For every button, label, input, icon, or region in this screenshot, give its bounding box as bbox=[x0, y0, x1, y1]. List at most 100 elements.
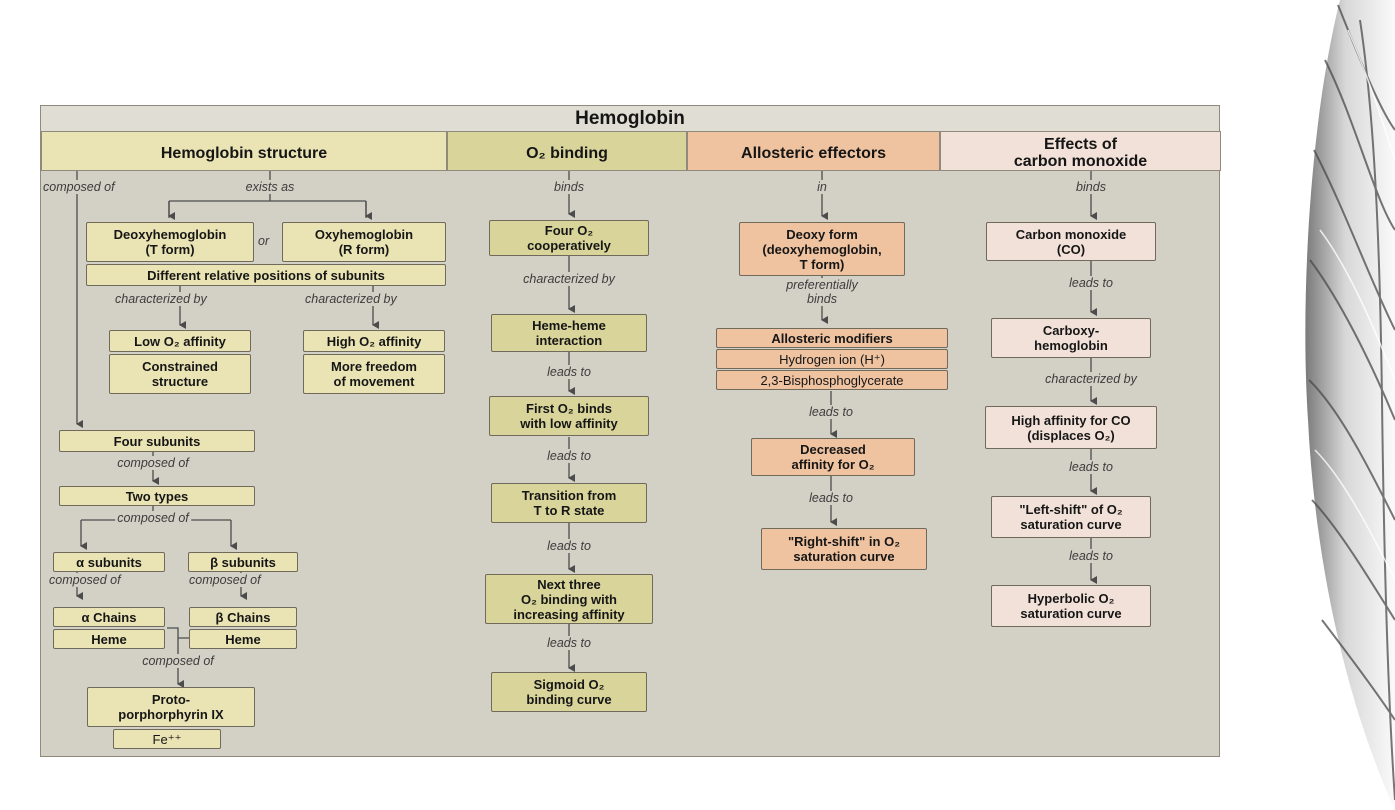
proto-line2: porphorphyrin IX bbox=[118, 707, 224, 722]
label-leads-to-b3: leads to bbox=[545, 539, 593, 553]
label-composed-of: composed of bbox=[41, 180, 117, 194]
diagram-title: Hemoglobin bbox=[41, 106, 1219, 132]
carbon-monoxide-line2: (CO) bbox=[1056, 241, 1086, 257]
oxyhemoglobin-line1: Oxyhemoglobin bbox=[314, 227, 414, 242]
heme-heme-line1: Heme-heme bbox=[532, 318, 606, 333]
label-preferentially-line2: binds bbox=[807, 292, 837, 306]
different-positions-box: Different relative positions of subunits bbox=[86, 264, 446, 286]
label-or: or bbox=[256, 234, 272, 248]
low-affinity-box: Low O₂ affinity bbox=[109, 330, 251, 352]
next-three-box: Next three O₂ binding with increasing af… bbox=[485, 574, 653, 624]
oxyhemoglobin-line2: (R form) bbox=[338, 242, 390, 257]
hydrogen-ion-box: Hydrogen ion (H⁺) bbox=[716, 349, 948, 369]
allosteric-modifiers-box: Allosteric modifiers bbox=[716, 328, 948, 348]
four-o2-box: Four O₂ cooperatively bbox=[489, 220, 649, 256]
section-header-allosteric: Allosteric effectors bbox=[687, 131, 940, 171]
right-shift-box: "Right-shift" in O₂ saturation curve bbox=[761, 528, 927, 570]
label-composed-of-subunits: composed of bbox=[115, 456, 191, 470]
label-characterized-by-binding: characterized by bbox=[521, 272, 617, 286]
fe-box: Fe⁺⁺ bbox=[113, 729, 221, 749]
sigmoid-line1: Sigmoid O₂ bbox=[533, 677, 605, 692]
decreased-line2: affinity for O₂ bbox=[791, 457, 875, 472]
more-freedom-box: More freedom of movement bbox=[303, 354, 445, 394]
deoxy-form-line3: T form) bbox=[799, 256, 845, 272]
bpg-box: 2,3-Bisphosphoglycerate bbox=[716, 370, 948, 390]
label-preferentially-binds: preferentially binds bbox=[784, 278, 860, 306]
left-shift-box: "Left-shift" of O₂ saturation curve bbox=[991, 496, 1151, 538]
high-affinity-co-box: High affinity for CO (displaces O₂) bbox=[985, 406, 1157, 449]
right-shift-line2: saturation curve bbox=[793, 549, 895, 564]
label-binds-o2: binds bbox=[552, 180, 586, 194]
heme-right-box: Heme bbox=[189, 629, 297, 649]
transition-line1: Transition from bbox=[521, 488, 617, 503]
label-leads-to-b4: leads to bbox=[545, 636, 593, 650]
deoxy-form-box: Deoxy form (deoxyhemoglobin, T form) bbox=[739, 222, 905, 276]
first-o2-box: First O₂ binds with low affinity bbox=[489, 396, 649, 436]
two-types-box: Two types bbox=[59, 486, 255, 506]
high-co-line1: High affinity for CO bbox=[1011, 412, 1131, 428]
beta-chains-box: β Chains bbox=[189, 607, 297, 627]
label-leads-to-c1: leads to bbox=[1067, 276, 1115, 290]
alpha-subunits-box: α subunits bbox=[53, 552, 165, 572]
section-header-binding: O₂ binding bbox=[447, 131, 687, 171]
heme-left-box: Heme bbox=[53, 629, 165, 649]
label-preferentially-line1: preferentially bbox=[786, 278, 858, 292]
freedom-line2: of movement bbox=[333, 374, 415, 389]
right-shift-line1: "Right-shift" in O₂ bbox=[788, 534, 900, 549]
protoporphyrin-box: Proto- porphorphyrin IX bbox=[87, 687, 255, 727]
label-characterized-by-left: characterized by bbox=[113, 292, 209, 306]
constrained-line1: Constrained bbox=[142, 359, 218, 374]
label-characterized-by-right: characterized by bbox=[303, 292, 399, 306]
hyperbolic-line2: saturation curve bbox=[1020, 606, 1122, 621]
first-o2-line1: First O₂ binds bbox=[526, 401, 612, 416]
label-composed-of-beta: composed of bbox=[187, 573, 263, 587]
freedom-line1: More freedom bbox=[331, 359, 417, 374]
first-o2-line2: with low affinity bbox=[520, 416, 618, 431]
carbon-monoxide-box: Carbon monoxide (CO) bbox=[986, 222, 1156, 261]
label-leads-to-b2: leads to bbox=[545, 449, 593, 463]
sigmoid-box: Sigmoid O₂ binding curve bbox=[491, 672, 647, 712]
label-exists-as: exists as bbox=[243, 180, 297, 194]
carboxy-line1: Carboxy- bbox=[1042, 323, 1100, 338]
label-characterized-by-co: characterized by bbox=[1043, 372, 1139, 386]
oxyhemoglobin-box: Oxyhemoglobin (R form) bbox=[282, 222, 446, 262]
hemoglobin-concept-map: Hemoglobin Hemoglobin structure O₂ bindi… bbox=[40, 105, 1221, 757]
deoxyhemoglobin-line2: (T form) bbox=[145, 242, 195, 257]
next-three-line2: O₂ binding with bbox=[520, 591, 618, 607]
section-header-co: Effects of carbon monoxide bbox=[940, 131, 1221, 171]
deoxyhemoglobin-line1: Deoxyhemoglobin bbox=[113, 227, 227, 242]
carboxyhemoglobin-box: Carboxy- hemoglobin bbox=[991, 318, 1151, 358]
carboxy-line2: hemoglobin bbox=[1034, 338, 1108, 353]
hyperbolic-line1: Hyperbolic O₂ bbox=[1027, 591, 1115, 606]
decorative-sphere-graphic bbox=[1305, 0, 1395, 810]
alpha-chains-box: α Chains bbox=[53, 607, 165, 627]
deoxy-form-line2: (deoxyhemoglobin, bbox=[762, 241, 882, 257]
proto-line1: Proto- bbox=[151, 692, 191, 707]
label-in: in bbox=[815, 180, 829, 194]
carbon-monoxide-line1: Carbon monoxide bbox=[1015, 226, 1127, 242]
four-subunits-box: Four subunits bbox=[59, 430, 255, 452]
label-leads-to-a2: leads to bbox=[807, 491, 855, 505]
beta-subunits-box: β subunits bbox=[188, 552, 298, 572]
four-o2-line1: Four O₂ bbox=[544, 223, 594, 238]
deoxyhemoglobin-box: Deoxyhemoglobin (T form) bbox=[86, 222, 254, 262]
label-leads-to-c2: leads to bbox=[1067, 460, 1115, 474]
next-three-line1: Next three bbox=[537, 576, 601, 592]
sigmoid-line2: binding curve bbox=[526, 692, 612, 707]
hyperbolic-box: Hyperbolic O₂ saturation curve bbox=[991, 585, 1151, 627]
left-shift-line2: saturation curve bbox=[1020, 517, 1122, 532]
deoxy-form-line1: Deoxy form bbox=[786, 226, 858, 242]
label-leads-to-a1: leads to bbox=[807, 405, 855, 419]
transition-box: Transition from T to R state bbox=[491, 483, 647, 523]
label-composed-of-heme: composed of bbox=[140, 654, 216, 668]
label-leads-to-c3: leads to bbox=[1067, 549, 1115, 563]
high-affinity-box: High O₂ affinity bbox=[303, 330, 445, 352]
label-leads-to-b1: leads to bbox=[545, 365, 593, 379]
section-header-structure: Hemoglobin structure bbox=[41, 131, 447, 171]
label-binds-co: binds bbox=[1074, 180, 1108, 194]
heme-heme-line2: interaction bbox=[535, 333, 603, 348]
transition-line2: T to R state bbox=[533, 503, 605, 518]
constrained-line2: structure bbox=[151, 374, 209, 389]
label-composed-of-types: composed of bbox=[115, 511, 191, 525]
four-o2-line2: cooperatively bbox=[527, 238, 611, 253]
